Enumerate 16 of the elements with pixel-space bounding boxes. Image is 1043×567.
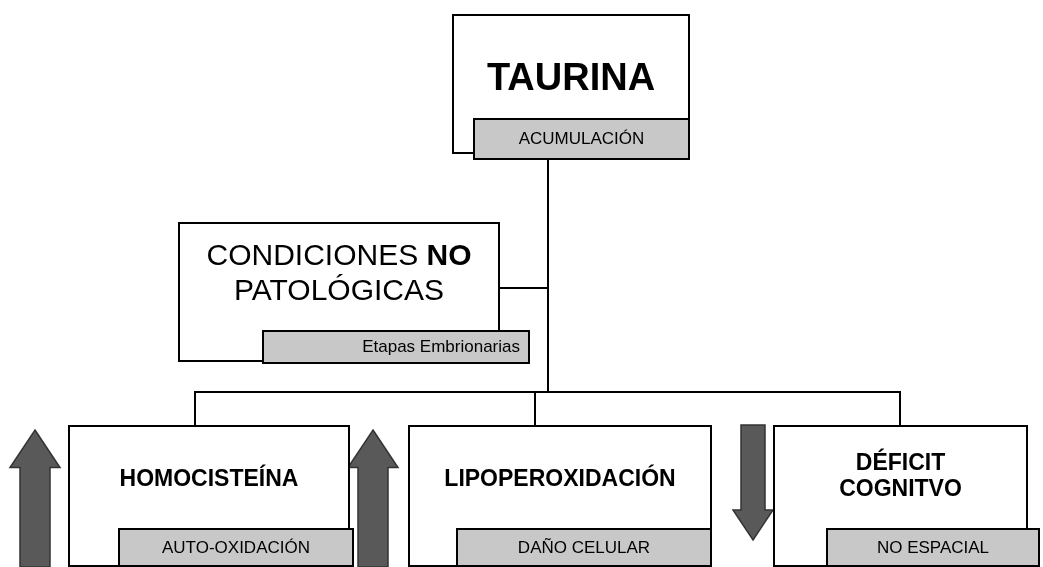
label-tab (118, 528, 354, 567)
label-tab (262, 330, 530, 364)
label-tab (456, 528, 712, 567)
node-title: LIPOPEROXIDACIÓN (444, 465, 676, 492)
label-tab (826, 528, 1040, 567)
label-tab (473, 118, 690, 160)
tab-label: AUTO-OXIDACIÓN (162, 537, 310, 558)
tab-label: Etapas Embrionarias (362, 337, 520, 357)
node-title: CONDICIONES NO PATOLÓGICAS (205, 238, 473, 307)
tab-label: ACUMULACIÓN (518, 129, 645, 149)
tab-label: NO ESPACIAL (876, 537, 990, 558)
node-title: DÉFICIT COGNITVO (838, 449, 963, 502)
concept-box (408, 425, 712, 567)
node-title: TAURINA (486, 56, 656, 100)
node-title: HOMOCISTEÍNA (119, 465, 299, 492)
tab-label: DAÑO CELULAR (517, 537, 651, 558)
